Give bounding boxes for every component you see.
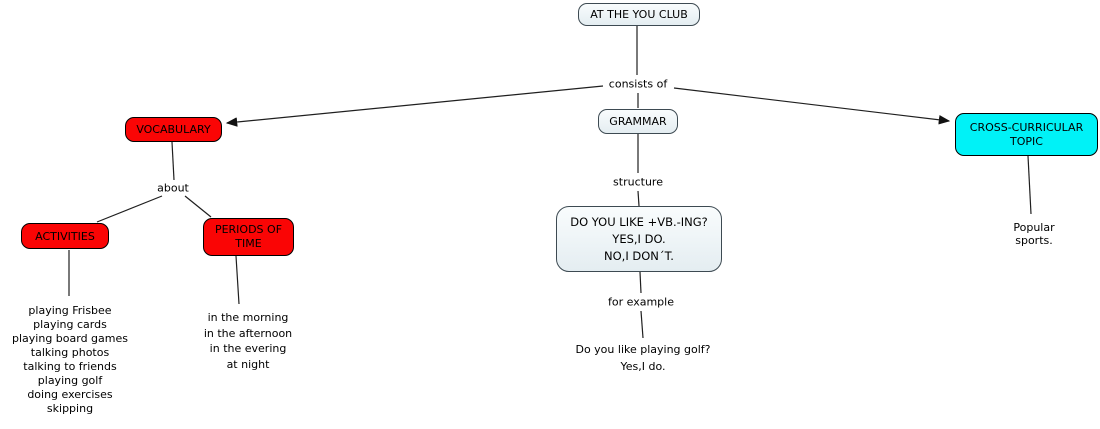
node-grammar[interactable]: GRAMMAR	[598, 109, 678, 134]
node-structure-example[interactable]: DO YOU LIKE +VB.-ING? YES,I DO. NO,I DON…	[556, 206, 722, 272]
edge-about-activities	[96, 195, 163, 223]
edge-periods-list	[235, 255, 240, 305]
link-label-structure[interactable]: structure	[611, 175, 665, 189]
leaf-periods-list[interactable]: in the morning in the afternoon in the e…	[203, 311, 293, 371]
link-label-consists-of[interactable]: consists of	[606, 77, 670, 91]
node-at-the-you-club[interactable]: AT THE YOU CLUB	[578, 3, 700, 26]
node-cross-curricular-topic[interactable]: CROSS-CURRICULAR TOPIC	[955, 113, 1098, 156]
edge-cross-curricular-popular	[1027, 155, 1032, 215]
leaf-popular-sports[interactable]: Popular sports.	[1013, 221, 1055, 247]
edge-consists-of-cross-curricular	[673, 87, 951, 125]
link-label-about[interactable]: about	[155, 181, 191, 195]
leaf-activities-list[interactable]: playing Frisbee playing cards playing bo…	[12, 304, 128, 415]
edge-structure-box	[637, 190, 640, 207]
node-vocabulary[interactable]: VOCABULARY	[125, 117, 222, 142]
edge-consists-of-vocabulary	[225, 85, 604, 127]
edge-about-periods	[184, 195, 212, 218]
node-periods-of-time[interactable]: PERIODS OF TIME	[203, 218, 294, 256]
node-activities[interactable]: ACTIVITIES	[21, 223, 109, 249]
edge-box-for-example	[639, 271, 642, 294]
leaf-example-sentence[interactable]: Do you like playing golf? Yes,I do.	[575, 343, 711, 373]
link-label-for-example[interactable]: for example	[606, 295, 676, 309]
edge-vocabulary-about	[171, 141, 175, 181]
edge-for-example-example	[640, 310, 644, 339]
